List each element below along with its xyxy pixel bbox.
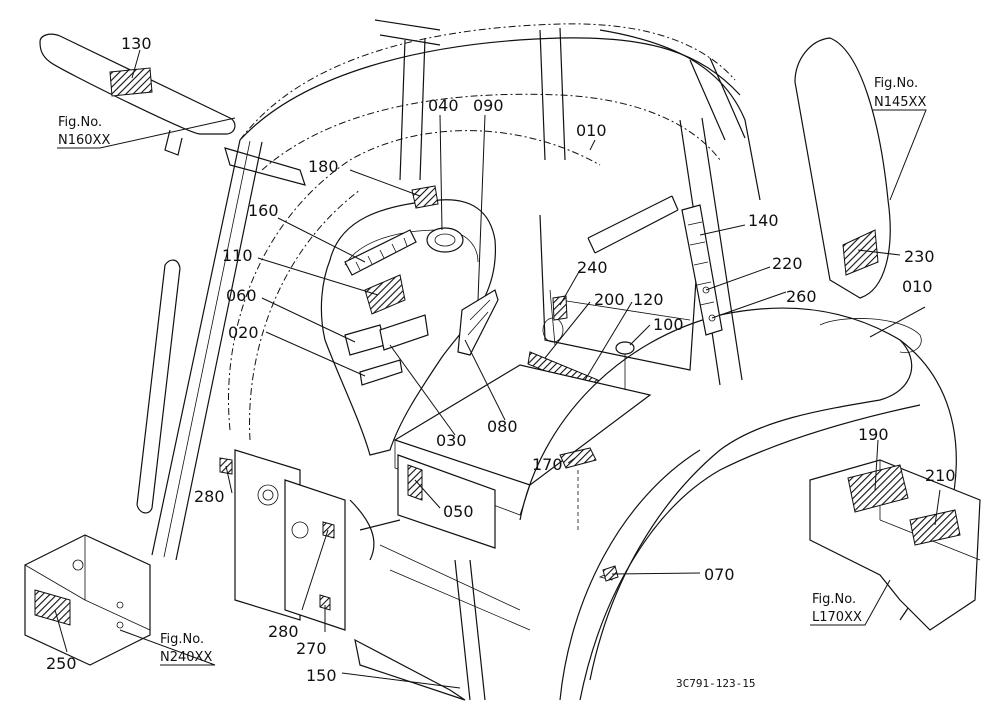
callout-110: 110 <box>222 246 253 265</box>
figref-n240-label: Fig.No. <box>160 632 204 647</box>
callout-010-right: 010 <box>902 277 933 296</box>
callout-220: 220 <box>772 254 803 273</box>
callout-030: 030 <box>436 431 467 450</box>
figref-n145-code: N145XX <box>874 95 926 110</box>
callout-230: 230 <box>904 247 935 266</box>
rear-cover <box>809 459 981 631</box>
callout-130: 130 <box>121 34 152 53</box>
callout-010-top: 010 <box>576 121 607 140</box>
callout-280-top: 280 <box>194 487 225 506</box>
callout-160: 160 <box>248 201 279 220</box>
figref-n145-label: Fig.No. <box>874 76 918 91</box>
figref-l170-code: L170XX <box>812 610 862 625</box>
callout-210: 210 <box>925 466 956 485</box>
callout-280-bottom: 280 <box>268 622 299 641</box>
figref-l170-label: Fig.No. <box>812 592 856 607</box>
callout-060: 060 <box>226 286 257 305</box>
figref-n160-label: Fig.No. <box>58 115 102 130</box>
callout-080: 080 <box>487 417 518 436</box>
cab-floor <box>393 214 701 549</box>
callout-190: 190 <box>858 425 889 444</box>
callout-170: 170 <box>532 455 563 474</box>
drawing-code: 3C791-123-15 <box>676 677 755 690</box>
sun-visor <box>39 33 236 156</box>
figref-n240-code: N240XX <box>160 650 212 665</box>
callout-270: 270 <box>296 639 327 658</box>
figure-references: Fig.No. N160XX Fig.No. N145XX Fig.No. L1… <box>58 76 926 665</box>
callout-250: 250 <box>46 654 77 673</box>
rear-window <box>794 37 891 299</box>
dashboard <box>320 185 499 456</box>
callout-140: 140 <box>748 211 779 230</box>
callout-040: 040 <box>428 96 459 115</box>
callout-labels: 130 040 090 010 180 160 140 230 110 240 … <box>46 34 956 685</box>
callout-150: 150 <box>306 666 337 685</box>
right-pillar-decals <box>681 204 723 336</box>
callout-020: 020 <box>228 323 259 342</box>
left-panel <box>219 449 619 701</box>
leader-lines <box>54 49 941 689</box>
callout-050: 050 <box>443 502 474 521</box>
callout-200: 200 <box>594 290 625 309</box>
callout-260: 260 <box>786 287 817 306</box>
figref-n160-code: N160XX <box>58 133 110 148</box>
callout-180: 180 <box>308 157 339 176</box>
callout-240: 240 <box>577 258 608 277</box>
bracket-250 <box>24 534 151 666</box>
callout-100: 100 <box>653 315 684 334</box>
callout-120: 120 <box>633 290 664 309</box>
callout-070: 070 <box>704 565 735 584</box>
callout-090: 090 <box>473 96 504 115</box>
